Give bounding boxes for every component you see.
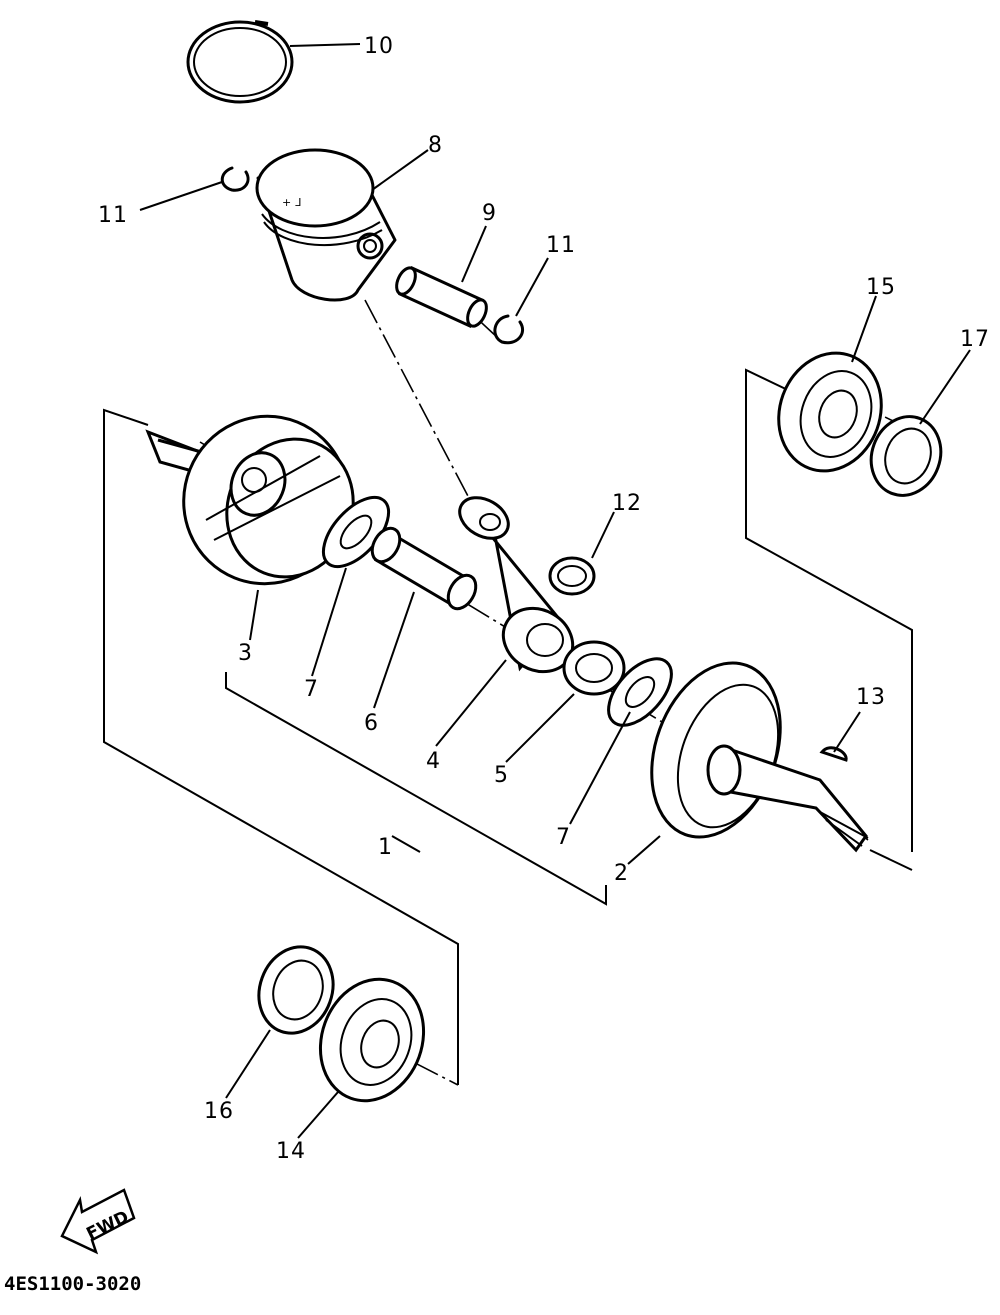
callouts: 10 8 11 9 11 15 17 12 3 7 13 6 4 5 7 1 2… [98, 34, 990, 1164]
piston-pin-clip-part [220, 166, 525, 345]
callout-11-left: 11 [98, 203, 128, 228]
piston-part: + ᒧ [255, 148, 397, 302]
callout-14: 15 [866, 275, 896, 300]
callout-16: 16 [204, 1099, 234, 1124]
callout-17: 17 [960, 327, 990, 352]
crankshaft-left-part [145, 414, 355, 586]
svg-text:+ ᒧ: + ᒧ [282, 196, 301, 209]
piston-ring-part [186, 20, 294, 104]
callout-7-right: 7 [556, 825, 571, 850]
woodruff-key-part [819, 746, 848, 762]
leader-lines [139, 43, 971, 1139]
part-code-label: 4ES1100-3020 [4, 1273, 141, 1295]
callout-11-right: 11 [546, 233, 576, 258]
callout-5: 5 [494, 763, 509, 788]
forward-direction-arrow: FWD [60, 1188, 136, 1255]
small-end-bearing-part [548, 556, 596, 596]
oil-seal-right-part [869, 415, 943, 497]
piston-pin-part [395, 266, 488, 328]
callout-13: 13 [856, 685, 886, 710]
callout-2: 2 [614, 861, 629, 886]
crankshaft-right-part [650, 661, 869, 853]
callout-10: 10 [364, 34, 394, 59]
callout-8: 8 [428, 133, 443, 158]
oil-seal-left-part [257, 945, 335, 1035]
callout-15: 14 [276, 1139, 306, 1164]
crank-pin-part [370, 526, 478, 611]
bearing-left-part [318, 977, 426, 1103]
thrust-washer-right-part [607, 657, 673, 727]
big-end-bearing-part [562, 640, 626, 696]
callout-3: 3 [238, 641, 253, 666]
callout-7-left: 7 [304, 677, 319, 702]
callout-1: 1 [378, 835, 393, 860]
callout-6: 6 [364, 711, 379, 736]
callout-9: 9 [482, 201, 497, 226]
assembly-brackets [103, 368, 913, 1085]
bearing-right-part [777, 351, 883, 473]
callout-4: 4 [426, 749, 441, 774]
callout-12: 12 [612, 491, 642, 516]
